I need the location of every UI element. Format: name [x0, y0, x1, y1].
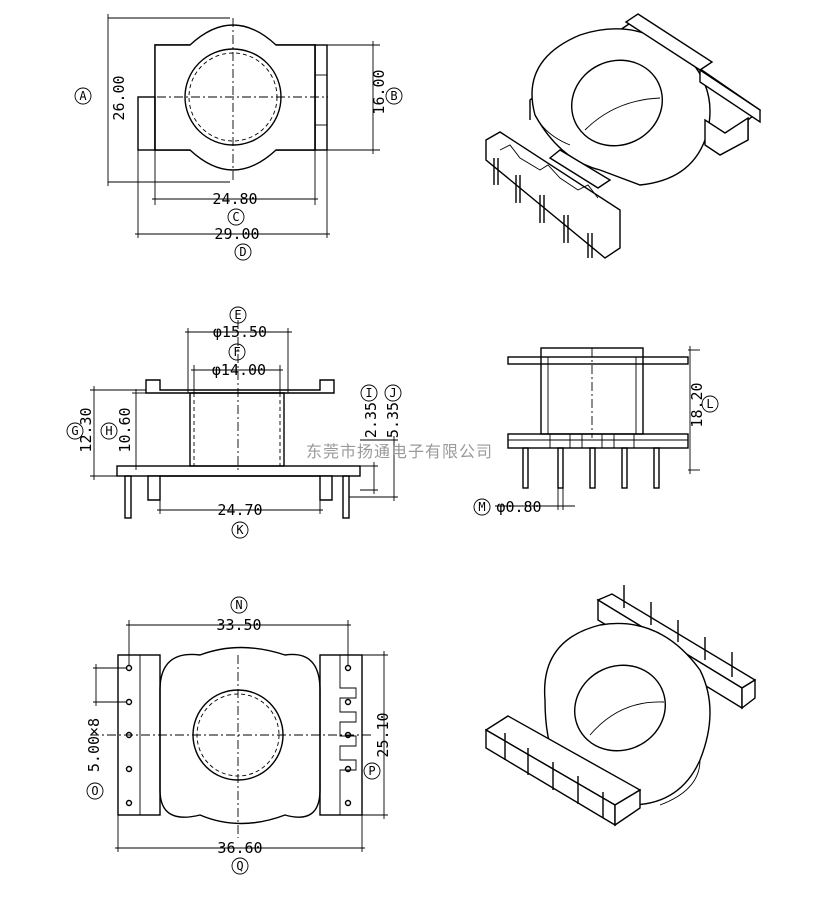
dim-k-tag: K [236, 523, 244, 537]
dim-b-value: 16.00 [370, 69, 388, 114]
dim-a-value: 26.00 [110, 75, 128, 120]
front-view: φ15.50 E φ14.00 F 12.30 G 10.60 H 2.35 I [66, 306, 402, 539]
dim-l-value: 18.20 [688, 382, 706, 427]
dim-n-value: 33.50 [216, 616, 261, 634]
dim-i-tag: I [365, 386, 372, 400]
dim-p-value: 25.10 [374, 712, 392, 757]
dim-c-value: 24.80 [212, 190, 257, 208]
dim-j-tag: J [389, 386, 396, 400]
dim-f-value: φ14.00 [212, 361, 266, 379]
dim-o-tag: O [91, 784, 98, 798]
dim-b-tag: B [390, 89, 397, 103]
dim-l-tag: L [706, 397, 713, 411]
dim-o-value: 5.00×8 [85, 718, 103, 772]
isometric-view-bottom [484, 585, 757, 827]
dim-d-tag: D [239, 245, 246, 259]
dim-g-value: 12.30 [77, 407, 95, 452]
dim-f-tag: F [233, 345, 240, 359]
dim-e-tag: E [234, 308, 241, 322]
dim-d-value: 29.00 [214, 225, 259, 243]
watermark: 东莞市扬通电子有限公司 [306, 442, 493, 461]
isometric-view-top [485, 13, 762, 259]
dim-q-value: 36.60 [217, 839, 262, 857]
dim-c-tag: C [232, 210, 239, 224]
side-view: 18.20 L φ0.80 M [473, 346, 719, 516]
dim-h-tag: H [105, 424, 112, 438]
dim-e-value: φ15.50 [213, 323, 267, 341]
dim-j-value: 5.35 [384, 402, 402, 438]
dim-g-tag: G [71, 424, 78, 438]
dim-m-tag: M [478, 500, 485, 514]
dim-a-tag: A [79, 89, 87, 103]
dim-q-tag: Q [236, 859, 243, 873]
top-view: 26.00 A 16.00 B 24.80 C 29.00 D [74, 14, 403, 261]
dim-n-tag: N [235, 598, 242, 612]
dim-h-value: 10.60 [116, 407, 134, 452]
dim-i-value: 2.35 [362, 402, 380, 438]
dim-p-tag: P [368, 764, 375, 778]
dim-k-value: 24.70 [217, 501, 262, 519]
dim-m-value: φ0.80 [496, 498, 541, 516]
bottom-view: 33.50 N 5.00×8 O 25.10 P 36.60 Q [85, 596, 392, 875]
